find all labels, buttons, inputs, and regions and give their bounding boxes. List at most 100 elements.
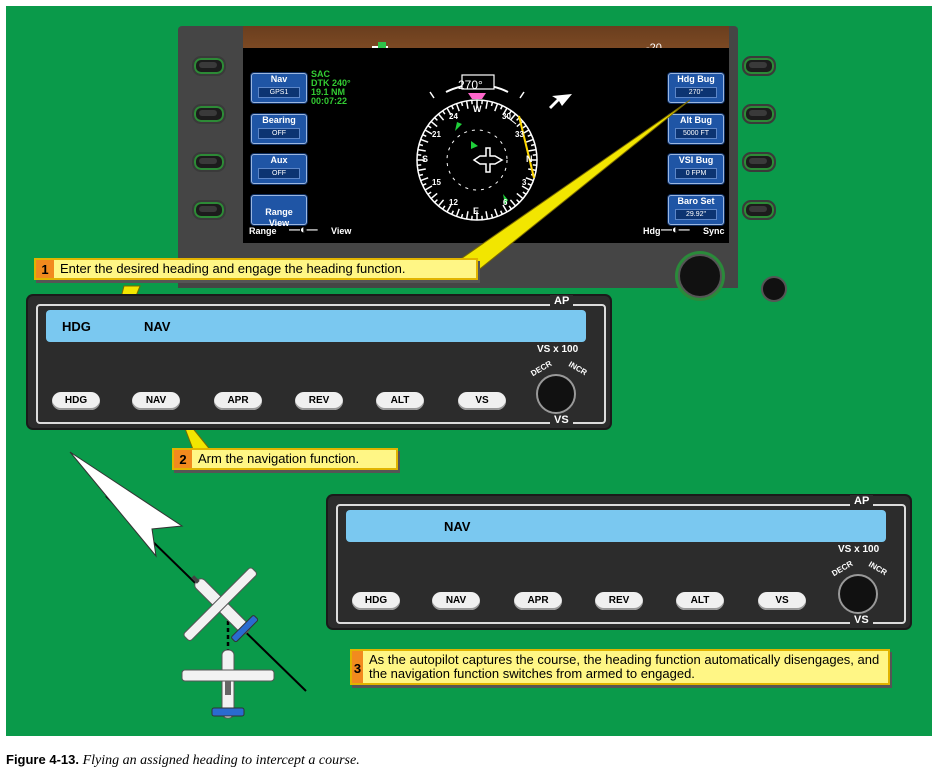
softkey-range-view[interactable]: Range View — [251, 195, 307, 228]
compass-tick — [522, 124, 527, 129]
compass-tick — [490, 213, 494, 219]
annunciator-bar-2: NAV — [346, 510, 886, 542]
pitch-indicator — [378, 42, 386, 52]
compass-tick — [424, 129, 433, 135]
compass-30: 30 — [502, 112, 511, 121]
autopilot-frame-2 — [336, 504, 906, 624]
compass-tick — [430, 120, 438, 128]
vs-knob-1[interactable] — [536, 374, 576, 414]
alt-button-2[interactable]: ALT — [676, 592, 724, 610]
annunciator-bar-1: HDG NAV — [46, 310, 586, 342]
softkey-aux-value: OFF — [258, 168, 300, 179]
callout-2-number: 2 — [174, 450, 192, 468]
sync-label: Sync — [703, 226, 725, 236]
nav-info-dtk: DTK 240° — [311, 78, 351, 88]
compass-3: 3 — [522, 178, 527, 187]
softkey-hdg-bug[interactable]: Hdg Bug 270° — [668, 73, 724, 103]
compass-tick — [455, 208, 460, 217]
compass-tick — [508, 205, 513, 210]
nav-button-2[interactable]: NAV — [432, 592, 480, 610]
compass-12: 12 — [449, 198, 458, 207]
bezel-button-left-1[interactable] — [192, 56, 226, 76]
compass-tick — [460, 101, 464, 107]
compass-tick — [485, 211, 489, 220]
bezel-button-right-2[interactable] — [742, 104, 776, 124]
heading-arrow-icon — [69, 451, 184, 558]
bezel-button-left-4[interactable] — [192, 200, 226, 220]
softkey-bearing[interactable]: Bearing OFF — [251, 114, 307, 144]
softkey-baro-set-value: 29.92" — [675, 209, 717, 220]
alt-button-1[interactable]: ALT — [376, 392, 424, 410]
compass-tick — [465, 211, 469, 220]
vs-button-2[interactable]: VS — [758, 592, 806, 610]
compass-tick — [446, 107, 452, 116]
compass-e: E — [473, 206, 480, 216]
compass-tick — [530, 143, 536, 147]
rev-button-2[interactable]: REV — [595, 592, 643, 610]
compass-tick — [417, 168, 426, 172]
softkey-aux[interactable]: Aux OFF — [251, 154, 307, 184]
callout-3-number: 3 — [352, 651, 363, 683]
softkey-bearing-value: OFF — [258, 128, 300, 139]
compass-tick — [509, 113, 517, 121]
compass-tick — [424, 185, 433, 191]
compass-6: 6 — [503, 198, 508, 207]
compass-tick — [434, 117, 438, 121]
softkey-baro-set[interactable]: Baro Set 29.92" — [668, 195, 724, 225]
bezel-button-right-4[interactable] — [742, 200, 776, 220]
compass-tick — [450, 105, 455, 110]
compass-33: 33 — [515, 130, 524, 139]
bezel-button-left-3[interactable] — [192, 152, 226, 172]
aux-knob[interactable] — [761, 276, 787, 302]
bezel-button-right-1[interactable] — [742, 56, 776, 76]
nav-button-1[interactable]: NAV — [132, 392, 180, 410]
compass-tick — [508, 110, 513, 115]
softkey-vsi-bug-label: VSI Bug — [678, 155, 714, 165]
softkey-nav[interactable]: Nav GPS1 — [251, 73, 307, 103]
figure-scene: -20 Nav GPS1 Bearing OFF Aux OFF Range V… — [6, 6, 932, 736]
compass-tick — [417, 148, 426, 152]
softkey-range-view-label: Range View — [265, 207, 293, 228]
hdg-button-1[interactable]: HDG — [52, 392, 100, 410]
nav-info-distance: 19.1 NM — [311, 87, 346, 97]
compass-tick — [450, 210, 455, 215]
compass-tick — [422, 133, 427, 138]
compass-n: N — [526, 154, 533, 164]
softkey-aux-label: Aux — [270, 155, 288, 165]
softkey-alt-bug[interactable]: Alt Bug 5000 FT — [668, 114, 724, 144]
compass-24: 24 — [449, 112, 458, 121]
compass-15: 15 — [432, 178, 441, 187]
compass-tick — [427, 191, 432, 196]
vs-tag-1: VS — [550, 414, 573, 426]
callout-2-text: Arm the navigation function. — [198, 451, 360, 466]
compass-tick — [430, 192, 438, 200]
softkey-alt-bug-label: Alt Bug — [680, 115, 712, 125]
heading-knob[interactable] — [678, 254, 722, 298]
hdg-button-2[interactable]: HDG — [352, 592, 400, 610]
apr-button-2[interactable]: APR — [514, 592, 562, 610]
annunciator-nav-1: NAV — [144, 319, 171, 334]
compass-tick — [418, 143, 424, 147]
softkey-alt-bug-value: 5000 FT — [675, 128, 717, 139]
figure-caption: Figure 4-13. Flying an assigned heading … — [6, 752, 360, 769]
bezel-button-right-3[interactable] — [742, 152, 776, 172]
view-label: View — [331, 226, 352, 236]
figure-caption-text: Flying an assigned heading to intercept … — [82, 753, 360, 768]
vs-button-1[interactable]: VS — [458, 392, 506, 410]
rev-button-1[interactable]: REV — [295, 392, 343, 410]
softkey-vsi-bug[interactable]: VSI Bug 0 FPM — [668, 154, 724, 184]
vs-knob-2[interactable] — [838, 574, 878, 614]
callout-3-text: As the autopilot captures the course, th… — [369, 652, 880, 681]
compass-tick — [516, 192, 524, 200]
callout-1: 1 Enter the desired heading and engage t… — [34, 258, 478, 280]
vs-scale-1: VS x 100 — [537, 344, 579, 355]
compass-tick — [521, 185, 530, 191]
callout-3: 3 As the autopilot captures the course, … — [350, 649, 890, 685]
bezel-button-left-2[interactable] — [192, 104, 226, 124]
figure-caption-label: Figure 4-13. — [6, 752, 79, 767]
annunciator-nav-2: NAV — [444, 519, 471, 534]
hdg-knob-icon: —◐— — [661, 224, 690, 236]
apr-button-1[interactable]: APR — [214, 392, 262, 410]
callout-1-number: 1 — [36, 260, 54, 278]
range-label: Range — [249, 226, 277, 236]
